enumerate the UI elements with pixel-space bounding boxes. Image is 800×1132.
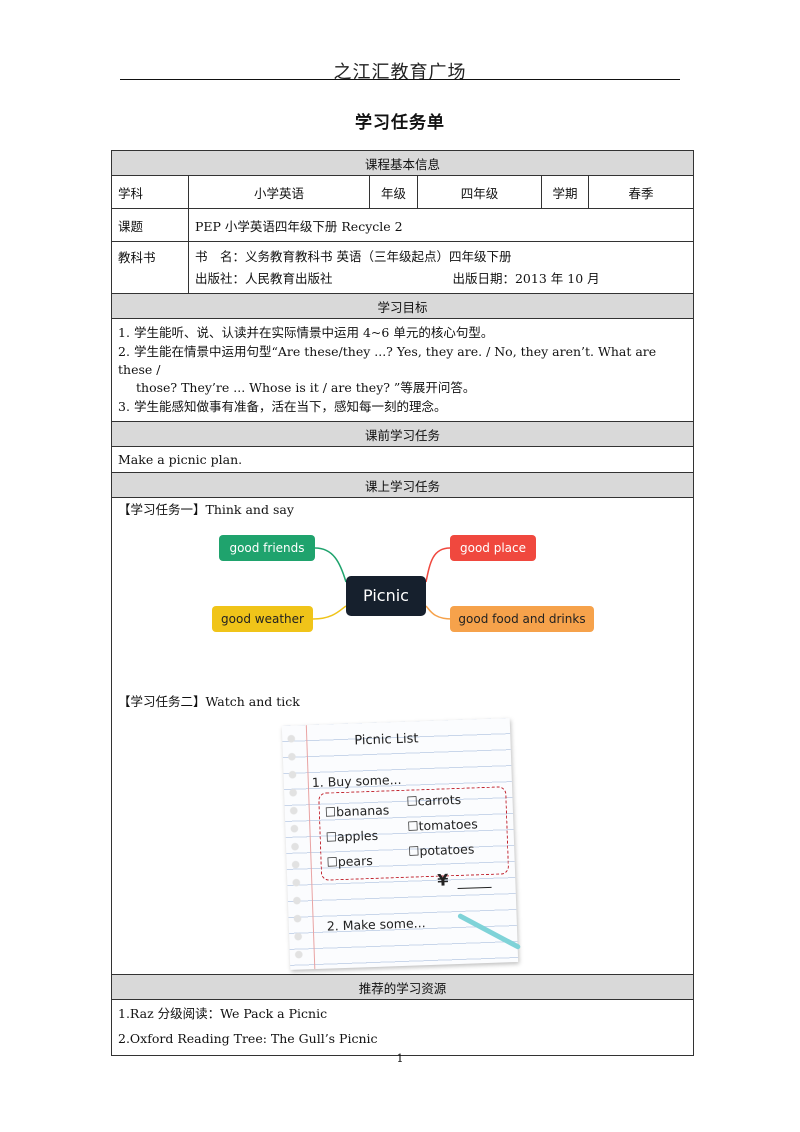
resource-item: 2.Oxford Reading Tree: The Gull’s Picnic bbox=[118, 1031, 378, 1046]
pen-icon bbox=[457, 912, 522, 951]
in-class-tasks: 【学习任务一】Think and say good friends good p… bbox=[110, 497, 695, 975]
node-good-weather: good weather bbox=[212, 606, 313, 632]
goal-item: 1.学生能听、说、认读并在实际情景中运用 4~6 单元的核心句型。 bbox=[118, 325, 494, 340]
resources-list: 1.Raz 分级阅读：We Pack a Picnic 2.Oxford Rea… bbox=[110, 999, 695, 1056]
grade-value: 四年级 bbox=[417, 175, 542, 209]
node-good-food-and-drinks: good food and drinks bbox=[450, 606, 594, 632]
publisher-line: 出版社：人民教育出版社 出版日期：2013 年 10 月 bbox=[195, 268, 687, 290]
header-rule bbox=[120, 79, 680, 80]
buy-some-label: 1. Buy some... bbox=[311, 771, 402, 791]
section-in-class: 课上学习任务 bbox=[110, 472, 695, 498]
item-pears: ☐pears bbox=[326, 852, 373, 870]
item-potatoes: ☐potatoes bbox=[407, 841, 475, 859]
task-sheet-table: 课程基本信息 学科 小学英语 年级 四年级 学期 春季 课题 PEP 小学英语四… bbox=[110, 150, 695, 1056]
item-apples: ☐apples bbox=[325, 827, 379, 845]
task1-label: 【学习任务一】Think and say bbox=[118, 502, 294, 517]
book-name: 书 名：义务教育教科书 英语（三年级起点）四年级下册 bbox=[195, 248, 512, 264]
task2-label: 【学习任务二】Watch and tick bbox=[118, 694, 300, 709]
page-title: 学习任务单 bbox=[355, 113, 445, 133]
page-number: 1 bbox=[396, 1052, 404, 1065]
topic-label: 课题 bbox=[111, 208, 189, 242]
item-tomatoes: ☐tomatoes bbox=[407, 816, 478, 834]
make-some-label: 2. Make some... bbox=[326, 915, 426, 934]
binder-holes bbox=[286, 733, 305, 962]
pre-class-task: Make a picnic plan. bbox=[110, 446, 695, 473]
picnic-mind-map: good friends good place good weather goo… bbox=[118, 520, 698, 690]
term-value: 春季 bbox=[587, 175, 695, 209]
section-resources: 推荐的学习资源 bbox=[110, 974, 695, 1000]
textbook-info: 书 名：义务教育教科书 英语（三年级起点）四年级下册 出版社：人民教育出版社 出… bbox=[187, 241, 695, 294]
term-label: 学期 bbox=[541, 175, 589, 209]
margin-line bbox=[305, 725, 316, 970]
item-bananas: ☐bananas bbox=[324, 802, 390, 820]
textbook-label: 教科书 bbox=[111, 241, 189, 294]
notebook-paper: Picnic List 1. Buy some... ☐bananas ☐app… bbox=[281, 718, 522, 970]
publisher: 出版社：人民教育出版社 bbox=[195, 270, 333, 286]
brand-header: 之江汇教育广场 bbox=[333, 62, 467, 83]
topic-value: PEP 小学英语四年级下册 Recycle 2 bbox=[187, 208, 695, 242]
goal-item: 2.学生能在情景中运用句型“Are these/they ...? Yes, t… bbox=[118, 344, 657, 395]
price-blank bbox=[457, 886, 492, 890]
mind-map-connectors bbox=[312, 547, 453, 620]
publication-date: 出版日期：2013 年 10 月 bbox=[452, 270, 600, 286]
grade-label: 年级 bbox=[369, 175, 418, 209]
section-pre-class: 课前学习任务 bbox=[110, 421, 695, 447]
section-basic-info: 课程基本信息 bbox=[110, 150, 695, 176]
picnic-list-figure: Picnic List 1. Buy some... ☐bananas ☐app… bbox=[118, 712, 698, 974]
yen-sign: ¥ bbox=[436, 870, 449, 890]
node-picnic-center: Picnic bbox=[346, 576, 426, 616]
resource-item: 1.Raz 分级阅读：We Pack a Picnic bbox=[118, 1006, 328, 1021]
subject-label: 学科 bbox=[111, 175, 189, 209]
node-good-friends: good friends bbox=[219, 535, 315, 561]
section-goals: 学习目标 bbox=[110, 293, 695, 319]
goals-list: 1.学生能听、说、认读并在实际情景中运用 4~6 单元的核心句型。 2.学生能在… bbox=[110, 318, 695, 422]
goal-item: 3.学生能感知做事有准备，活在当下，感知每一刻的理念。 bbox=[118, 399, 447, 414]
item-carrots: ☐carrots bbox=[406, 791, 462, 809]
picnic-list-title: Picnic List bbox=[354, 731, 419, 749]
subject-value: 小学英语 bbox=[188, 175, 370, 209]
node-good-place: good place bbox=[450, 535, 536, 561]
